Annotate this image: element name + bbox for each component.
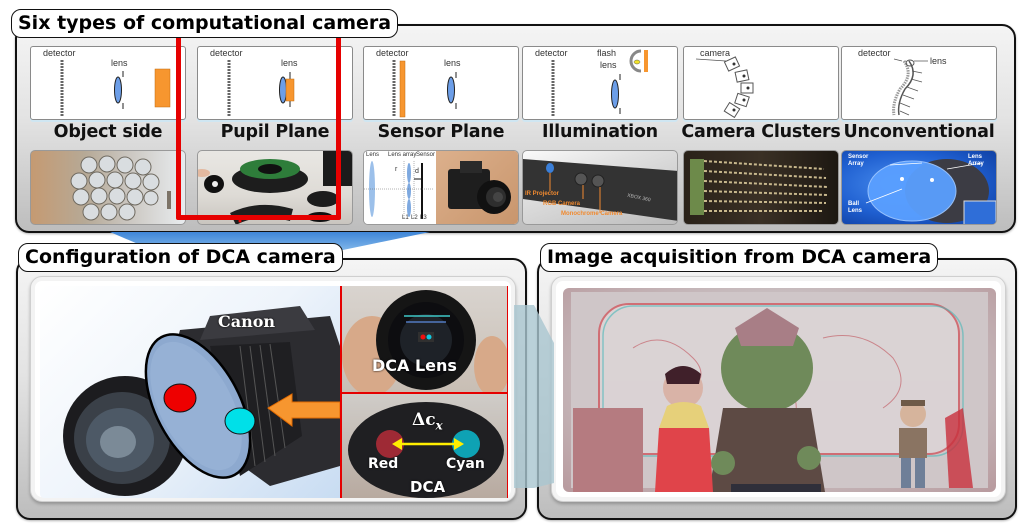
dca-configuration-panel: Canon DCA Lens [16, 258, 527, 520]
object-side-optics-icon [60, 60, 171, 117]
camera-array-icon [690, 159, 829, 215]
cell-label-unconventional: Unconventional [843, 122, 995, 142]
flash-label: flash [597, 48, 617, 58]
curved-sensor-icon [892, 58, 928, 116]
illumination-optics-icon [551, 49, 648, 117]
camera-clusters-diagram: camera [683, 46, 839, 120]
dca-lens-caption: DCA Lens [372, 356, 457, 375]
cell-label-illumination: Illumination [542, 122, 658, 142]
red-label: Red [368, 456, 399, 472]
object-side-diagram: detector lens [30, 46, 186, 120]
ir-projector-text: IR Projector [525, 191, 560, 197]
lens-label: lens [600, 60, 617, 70]
kinect-sensor-icon [523, 159, 677, 221]
plenoptic-schematic: Lens Lens array Sensor r d L1 L2 [364, 151, 436, 224]
detector-label: detector [43, 48, 76, 58]
camera-arc-icon [695, 56, 754, 119]
pupil-plane-diagram: detector lens [197, 46, 353, 120]
camera-array-photo [683, 150, 839, 225]
cell-label-sensor-plane: Sensor Plane [377, 122, 505, 142]
lens-label: lens [281, 58, 298, 68]
dca-lens-icon [342, 290, 507, 392]
detector-label: detector [535, 48, 568, 58]
dca-aperture-photo: Δcx Red Cyan DCA [342, 394, 508, 498]
dca-caption: DCA [410, 478, 446, 496]
sensor-text: Sensor [416, 152, 436, 158]
ball-lens-text: Ball Lens [848, 201, 863, 214]
sensor-array-text: Sensor Array [848, 154, 869, 167]
dca-insets: DCA Lens Δcx Red Cyan DCA [340, 286, 508, 498]
aperture-mask-photo [197, 150, 353, 225]
section-title-dca-configuration: Configuration of DCA camera [18, 243, 343, 272]
lens-label: lens [930, 56, 947, 66]
ball-lens-icon [865, 159, 996, 224]
cyan-label: Cyan [446, 456, 485, 472]
dca-lens-photo: DCA Lens [342, 286, 508, 394]
r-text: r [395, 166, 398, 173]
l1-text: L1 [402, 215, 409, 221]
lens-label: lens [111, 58, 128, 68]
image-acquisition-frame [551, 276, 1006, 502]
pupil-plane-optics-icon [227, 60, 295, 117]
delta-cx-label: Δcx [412, 410, 443, 432]
sensor-plane-optics-icon [392, 60, 457, 118]
detector-label: detector [858, 48, 891, 58]
camera-label: camera [700, 48, 731, 58]
lens-text: Lens [366, 152, 380, 158]
anaglyph-scene-icon [571, 292, 988, 492]
delta-symbol: Δc [412, 410, 436, 430]
section-title-computational-camera: Six types of computational camera [11, 9, 399, 38]
section-title-image-acquisition: Image acquisition from DCA camera [540, 243, 939, 272]
d-text: d [415, 168, 419, 175]
lens-array-photo [30, 150, 186, 225]
detector-label: detector [210, 48, 243, 58]
lens-label: lens [444, 58, 461, 68]
dca-configuration-frame: Canon DCA Lens [30, 276, 516, 502]
plenoptic-schematic-icon [364, 161, 434, 219]
cell-label-pupil-plane: Pupil Plane [220, 122, 330, 142]
dca-camera-illustration: Canon [40, 286, 340, 498]
dca-aperture-disc-icon [348, 402, 504, 498]
detector-label: detector [376, 48, 409, 58]
illumination-diagram: detector flash lens [522, 46, 678, 120]
ball-lens-photo: Sensor Array Lens Array Ball Lens [841, 150, 997, 225]
computational-camera-types-panel: detector lens Object side [15, 24, 1016, 233]
connector-wedge-teal [514, 305, 554, 488]
canon-camera-with-dca-icon [63, 306, 340, 496]
l3-text: L3 [420, 215, 427, 221]
camera-photo [436, 151, 518, 224]
sensor-plane-diagram: detector lens [363, 46, 519, 120]
l2-text: L2 [411, 215, 418, 221]
anaglyph-image [563, 288, 996, 492]
lens-array-text: Lens Array [968, 154, 984, 167]
aperture-parts-icon [198, 151, 352, 224]
monochrome-camera-text: Monochrome Camera [561, 211, 623, 217]
cell-label-object-side: Object side [53, 122, 163, 142]
kinect-photo: IR Projector RGB Camera Monochrome Camer… [522, 150, 678, 225]
canon-brand-text: Canon [218, 312, 276, 331]
cell-label-camera-clusters: Camera Clusters [681, 122, 841, 142]
medium-format-camera-icon [448, 161, 511, 214]
rgb-camera-text: RGB Camera [543, 201, 581, 207]
lens-array-text: Lens array [388, 152, 417, 158]
plenoptic-photo: Lens Lens array Sensor r d L1 L2 [363, 150, 519, 225]
unconventional-diagram: detector lens [841, 46, 997, 120]
lens-array-icon [70, 155, 171, 221]
delta-subscript: x [435, 418, 443, 433]
image-acquisition-panel [537, 258, 1017, 520]
